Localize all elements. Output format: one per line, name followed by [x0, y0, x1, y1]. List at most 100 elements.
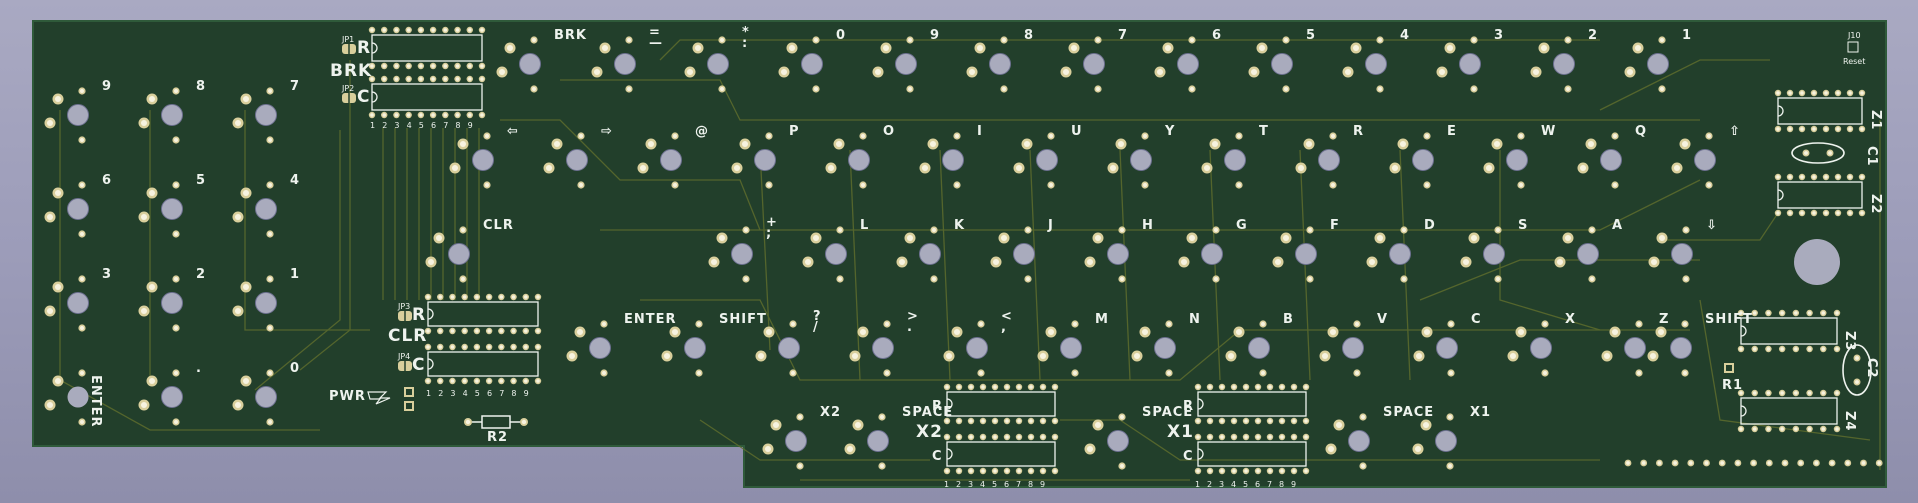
pad-hole — [1493, 140, 1501, 148]
ic-notch — [371, 42, 378, 54]
pad-hole — [1133, 352, 1141, 360]
pad-hole — [1086, 445, 1094, 453]
key-label: I — [977, 124, 983, 139]
key-switch: 7 — [232, 79, 299, 144]
mounting-hole — [1794, 239, 1840, 285]
pad-hole — [969, 419, 973, 423]
key-mount-hole — [614, 53, 636, 75]
pin-number: 5 — [992, 480, 997, 489]
pad-hole — [1284, 38, 1288, 42]
pad-hole — [80, 420, 84, 424]
pad-hole — [524, 379, 528, 383]
ic-outline — [1740, 317, 1838, 345]
pad-hole — [1053, 385, 1057, 389]
key-switch: K — [896, 218, 964, 283]
pad-hole — [1425, 134, 1429, 138]
key-mount-hole — [67, 292, 89, 314]
key-switch: C — [1413, 312, 1481, 377]
pad-hole — [1634, 44, 1642, 52]
pad-hole — [511, 329, 516, 333]
pad-hole — [1579, 164, 1587, 172]
key-switch: ⇧ — [1671, 124, 1740, 189]
key-mount-hole — [825, 243, 847, 265]
key-switch: S — [1460, 218, 1527, 283]
pad-hole — [174, 183, 178, 187]
pad-hole — [427, 258, 435, 266]
pad-hole — [673, 183, 677, 187]
key-label: 3 — [1494, 28, 1504, 43]
pad-hole — [1704, 461, 1709, 465]
ic-notch — [1197, 448, 1204, 460]
key-label: SPACE — [902, 405, 953, 420]
pad-hole — [1780, 391, 1784, 395]
pad-hole — [1812, 91, 1816, 95]
pad-hole — [993, 469, 997, 473]
pad-hole — [455, 64, 460, 68]
key-mount-hole — [1530, 337, 1552, 359]
pad-hole — [426, 295, 430, 299]
key-mount-hole — [161, 386, 183, 408]
pad-hole — [1156, 68, 1164, 76]
pad-hole — [767, 183, 771, 187]
pad-hole — [468, 64, 472, 68]
pad-hole — [1517, 328, 1525, 336]
pad-hole — [80, 371, 84, 375]
pin-number: 6 — [1004, 480, 1009, 489]
pad-hole — [1684, 228, 1688, 232]
key-label: CLR — [483, 218, 514, 233]
pad-hole — [945, 419, 949, 423]
copper-trace — [1060, 419, 1600, 461]
pad-hole — [718, 234, 726, 242]
pad-hole — [957, 469, 961, 473]
pad-hole — [1321, 352, 1329, 360]
pad-hole — [462, 345, 467, 349]
pin-number: 9 — [468, 121, 473, 130]
key-switch: ENTER — [566, 312, 676, 377]
pad-hole — [1836, 127, 1840, 131]
pin-number: 9 — [1291, 480, 1296, 489]
pad-hole — [234, 307, 242, 315]
pad-hole — [1509, 352, 1517, 360]
c1-label: C1 — [1864, 146, 1879, 167]
key-mount-hole — [895, 53, 917, 75]
key-switch: G — [1178, 218, 1247, 283]
pad-hole — [174, 326, 178, 330]
pad-hole — [1378, 38, 1382, 42]
key-label: Q — [1635, 124, 1647, 139]
pad-hole — [468, 77, 472, 81]
pad-hole — [511, 345, 516, 349]
pad-hole — [450, 345, 455, 349]
pad-hole — [394, 113, 399, 117]
pad-hole — [1268, 469, 1272, 473]
silkscreen-text: BRK CLR X2 X1 PWR Reset J10 R2 R1 C1 C2 — [329, 31, 1879, 445]
pad-hole — [827, 164, 835, 172]
ic-outline — [1777, 97, 1863, 125]
solder-jumper: JP4 — [397, 352, 412, 371]
ic-outline — [371, 83, 483, 111]
key-mount-hole — [1600, 149, 1622, 171]
key-label: O — [883, 124, 895, 139]
key-mount-hole — [67, 198, 89, 220]
key-switch: 1 — [1624, 28, 1691, 93]
pad-hole — [140, 401, 148, 409]
pad-hole — [906, 234, 914, 242]
pad-hole — [242, 377, 250, 385]
pad-hole — [1798, 461, 1803, 465]
pad-hole — [568, 352, 576, 360]
pad-hole — [957, 435, 961, 439]
pad-hole — [462, 379, 467, 383]
key-switch: CLR — [425, 218, 514, 283]
pad-hole — [1208, 435, 1212, 439]
pad-hole — [804, 258, 812, 266]
pad-hole — [174, 371, 178, 375]
pad-hole — [499, 379, 504, 383]
pad-hole — [955, 134, 959, 138]
pad-hole — [627, 87, 631, 91]
ic-notch — [427, 358, 434, 370]
key-label: 5 — [1306, 28, 1316, 43]
pad-hole — [242, 189, 250, 197]
header-pin — [1734, 459, 1742, 467]
pin-number: 6 — [487, 389, 492, 398]
pad-hole — [1180, 258, 1188, 266]
